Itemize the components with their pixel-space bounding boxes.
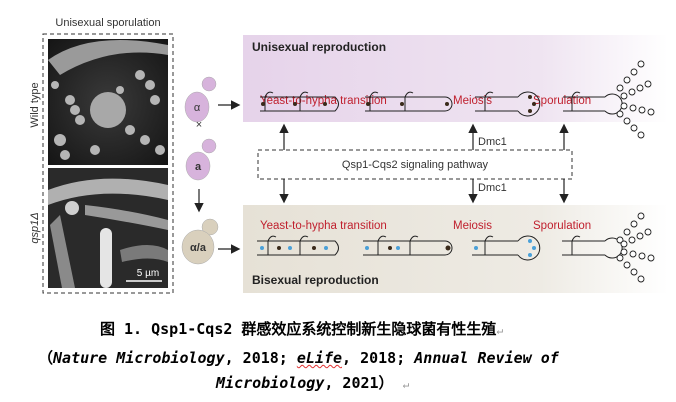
wild-type-photo bbox=[48, 39, 168, 165]
pathway-box bbox=[257, 149, 573, 180]
figure: Unisexual sporulation Wild type qsp1Δ 5 … bbox=[29, 17, 668, 294]
unisexual-step-meiosis: Meiosis bbox=[453, 95, 492, 107]
qsp1-mutant-photo bbox=[48, 168, 168, 288]
figure-caption-citations-cont: Microbiology, 2021） ↵ bbox=[216, 372, 409, 393]
dmc1-label-up: Dmc1 bbox=[478, 136, 507, 148]
dmc1-label-down: Dmc1 bbox=[478, 182, 507, 194]
photo-panel-title: Unisexual sporulation bbox=[55, 17, 160, 29]
photo-panel-frame bbox=[42, 33, 174, 294]
unisexual-hyphae-diagrams bbox=[260, 91, 623, 117]
svg-text:α: α bbox=[194, 102, 201, 114]
journal-annual-review-part1: Annual Review of bbox=[414, 349, 559, 367]
cross-symbol: × bbox=[196, 119, 202, 131]
bisexual-spore-chains bbox=[616, 212, 655, 283]
unisexual-step-sporulation: Sporulation bbox=[533, 95, 591, 107]
caption-title-text: 图 1. Qsp1-Cqs2 群感效应系统控制新生隐球菌有性生殖 bbox=[100, 320, 497, 338]
return-mark: ↵ bbox=[402, 378, 410, 391]
unisexual-spore-chains bbox=[616, 60, 655, 139]
unisexual-title: Unisexual reproduction bbox=[252, 40, 386, 54]
alpha-cell: α bbox=[184, 76, 217, 123]
svg-text:α/a: α/a bbox=[190, 242, 207, 254]
unisexual-step-hypha: Yeast-to-hypha transition bbox=[260, 95, 387, 107]
unisexual-nuclei bbox=[261, 95, 536, 113]
pathway-label: Qsp1-Cqs2 signaling pathway bbox=[342, 159, 489, 171]
a-cell: a bbox=[185, 138, 217, 181]
wild-type-label: Wild type bbox=[29, 82, 41, 127]
return-mark: ↵ bbox=[496, 324, 504, 337]
figure-caption-citations: （Nature Microbiology, 2018; eLife, 2018;… bbox=[38, 347, 559, 368]
open-paren: （ bbox=[38, 349, 54, 367]
scale-bar-label: 5 µm bbox=[137, 268, 159, 279]
diploid-cell: α/a bbox=[181, 218, 219, 265]
bisexual-step-hypha: Yeast-to-hypha transition bbox=[260, 220, 387, 232]
bisexual-step-meiosis: Meiosis bbox=[453, 220, 492, 232]
year-2: , 2018; bbox=[342, 349, 415, 367]
bisexual-step-sporulation: Sporulation bbox=[533, 220, 591, 232]
pathway-arrows bbox=[279, 123, 569, 204]
svg-text:a: a bbox=[195, 161, 202, 173]
bisexual-hyphae-diagrams bbox=[257, 235, 623, 261]
qsp1-label: qsp1Δ bbox=[29, 212, 41, 243]
bisexual-title: Bisexual reproduction bbox=[252, 273, 379, 287]
journal-nature-microbiology: Nature Microbiology bbox=[53, 349, 225, 367]
figure-caption-title: 图 1. Qsp1-Cqs2 群感效应系统控制新生隐球菌有性生殖↵ bbox=[100, 318, 503, 339]
year-3: , 2021） bbox=[324, 374, 394, 392]
bisexual-nuclei bbox=[260, 239, 536, 257]
unisexual-band bbox=[243, 35, 668, 122]
journal-annual-review-part2: Microbiology bbox=[216, 374, 325, 392]
journal-elife: eLife bbox=[296, 349, 343, 367]
year-1: , 2018; bbox=[224, 349, 297, 367]
